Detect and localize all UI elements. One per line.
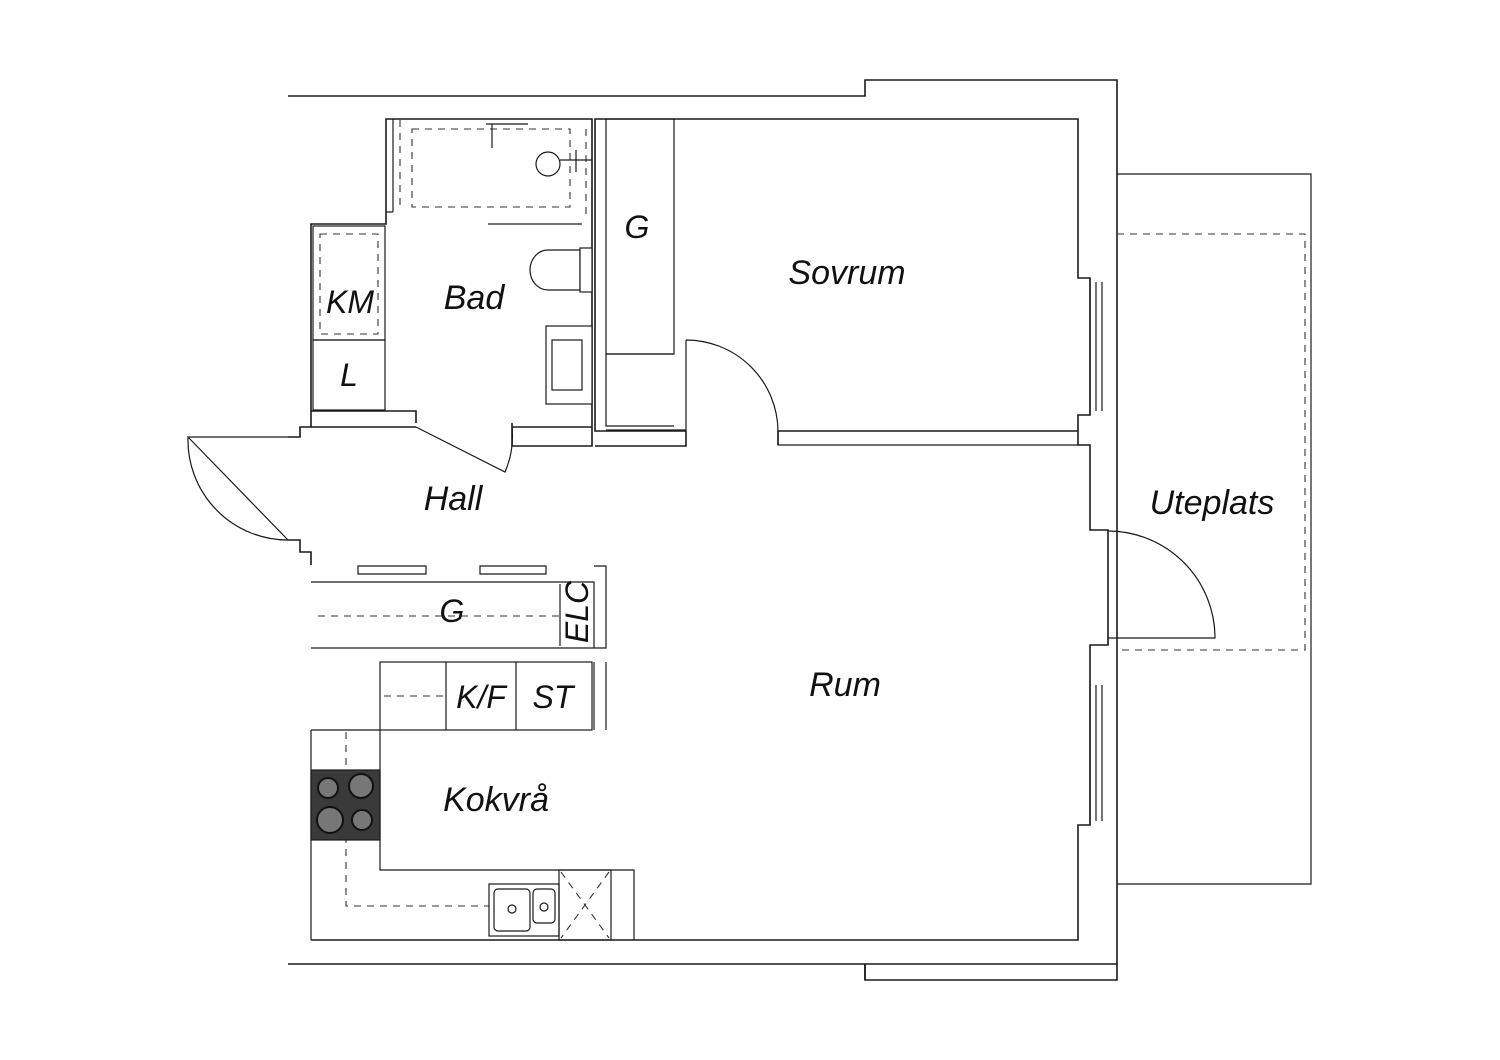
bathroom-inner-wall [386, 119, 394, 213]
stove-burner-2 [348, 773, 374, 799]
sink-basin-1 [493, 888, 531, 932]
hall-wardrobe [311, 565, 607, 649]
fixture-label-elc: ELC [559, 580, 595, 644]
bedroom-wardrobe-lower [605, 353, 686, 431]
room-label-rum: Rum [809, 666, 881, 704]
hall-wall [288, 411, 312, 565]
fixture-label-kf: K/F [456, 679, 506, 715]
fixture-label-km: KM [326, 284, 374, 320]
shower-drain [535, 151, 561, 177]
shower-faucet [486, 123, 592, 172]
stove-burner-4 [351, 809, 373, 831]
dryer-l [312, 339, 386, 411]
stove-burner-1 [317, 777, 339, 799]
outer-wall-outside [288, 79, 1118, 980]
room-label-uteplats: Uteplats [1149, 484, 1275, 522]
shower-area [411, 128, 571, 208]
room-label-bad: Bad [443, 279, 505, 317]
sink-faucet [539, 902, 549, 912]
fixture-label-st: ST [532, 679, 574, 715]
washing-machine-km [312, 225, 386, 341]
patio-outline [1117, 173, 1312, 885]
washbasin [551, 339, 583, 391]
bedroom-door [685, 339, 1078, 446]
hall-wardrobe-doors [357, 565, 547, 575]
outer-wall-bump-bottom [864, 964, 1118, 981]
fixture-label-g-bedroom: G [624, 209, 650, 245]
stove-burner-3 [316, 806, 344, 834]
outer-wall-inside [311, 118, 1109, 941]
fixture-label-l: L [340, 357, 358, 393]
km-dashed [319, 233, 379, 335]
living-window [1089, 681, 1103, 825]
patio-door [1107, 530, 1216, 639]
bath-door [415, 426, 514, 473]
entry-door-swing [187, 435, 289, 541]
dishwasher [558, 869, 612, 941]
sink-drain [507, 904, 517, 914]
room-label-sovrum: Sovrum [788, 254, 906, 292]
toilet [529, 249, 581, 291]
toilet-tank [579, 247, 593, 293]
sink-basin-2 [532, 888, 556, 924]
bedroom-door-jamb [595, 431, 779, 447]
bathroom-wall [310, 118, 593, 447]
dishwasher-cross [560, 871, 610, 939]
bedroom-window [1089, 278, 1103, 415]
fixture-label-g-hall: G [439, 593, 465, 629]
kitchen-upper-units [379, 661, 593, 731]
room-label-hall: Hall [423, 480, 483, 518]
patio-dashed [1117, 233, 1306, 651]
room-label-kokvra: Kokvrå [443, 781, 549, 819]
